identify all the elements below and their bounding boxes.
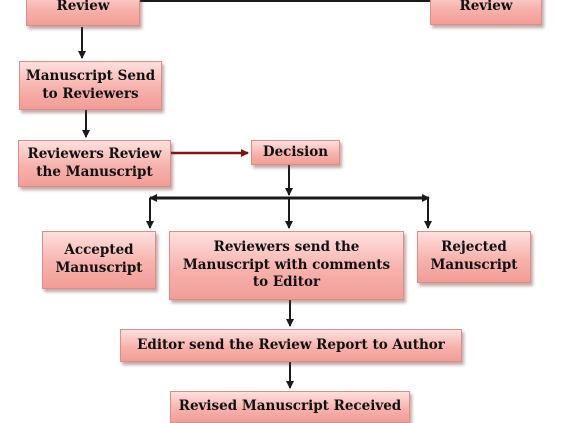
editor-send-box: Editor send the Review Report to Author	[120, 329, 462, 362]
reviewers-review-box: Reviewers Review the Manuscript	[18, 140, 171, 187]
rejected-box: Rejected Manuscript	[417, 231, 531, 283]
connectors	[78, 0, 432, 389]
review-right-box: Review	[430, 0, 542, 25]
accepted-box: Accepted Manuscript	[42, 231, 156, 289]
decision-box: Decision	[251, 140, 340, 165]
reviewers-send-box: Reviewers send the Manuscript with comme…	[169, 231, 404, 300]
revised-box: Revised Manuscript Received	[170, 391, 410, 423]
manuscript-send-box: Manuscript Send to Reviewers	[19, 61, 162, 110]
review-left-box: Review	[26, 0, 140, 26]
